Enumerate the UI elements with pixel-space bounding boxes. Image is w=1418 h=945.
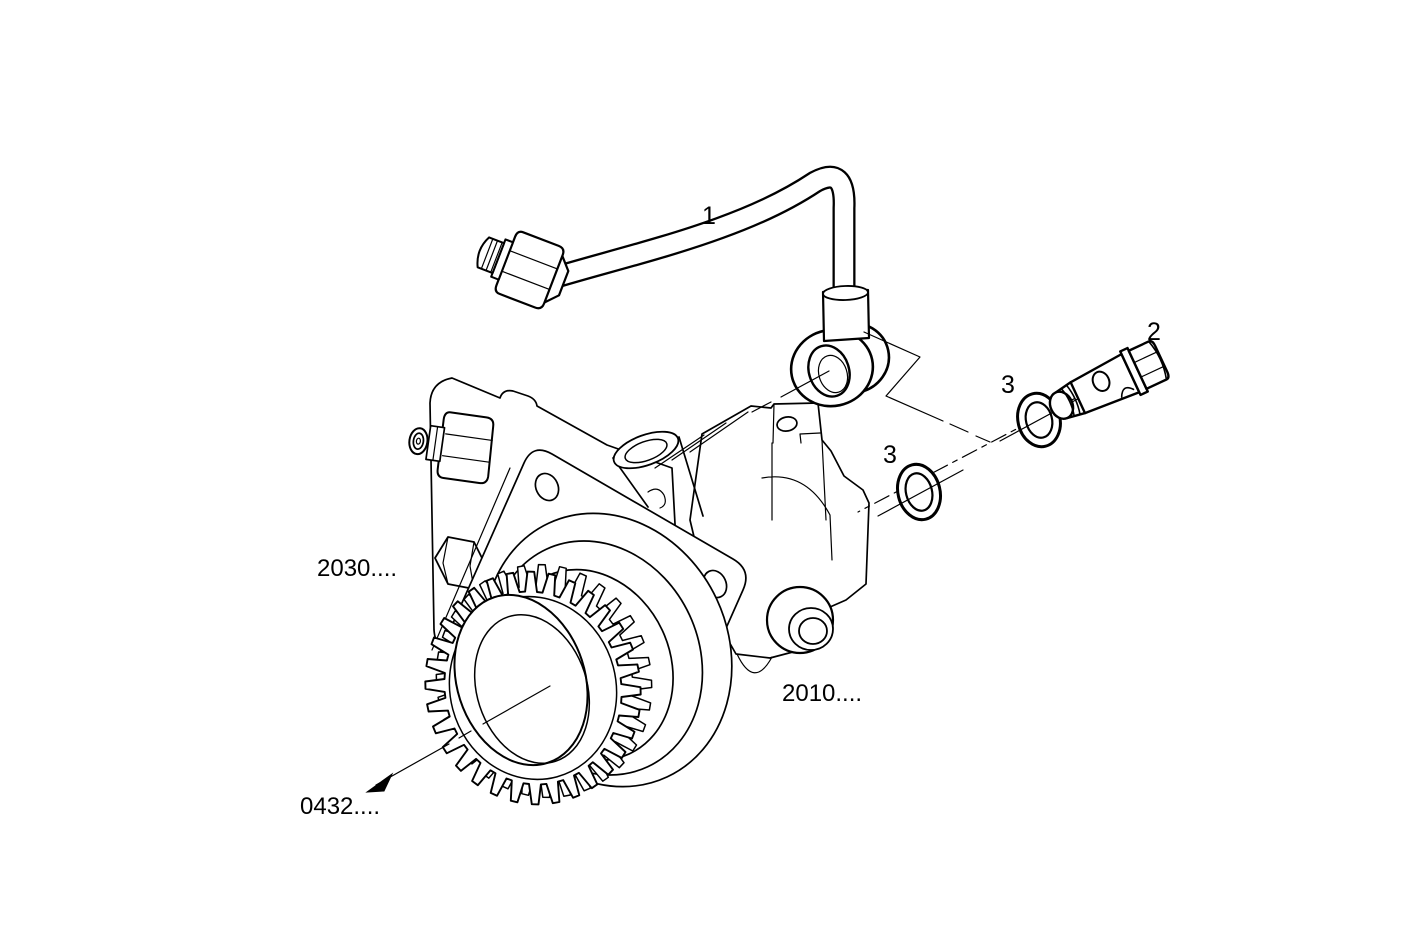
washer-left-leader: [877, 469, 964, 517]
axis-zigzag: [863, 331, 944, 422]
delivery-pipe: [476, 165, 891, 408]
top-port-bore: [624, 438, 668, 464]
drive-gear: [424, 563, 653, 806]
callout-1[interactable]: 1: [702, 202, 716, 230]
gear-axis-arrow: [365, 685, 551, 793]
part-ref-0432[interactable]: 0432....: [300, 793, 380, 820]
fitting-hex-facets: [501, 250, 558, 291]
stud-hex-facets: [442, 433, 493, 463]
flange-foot-lobe: [736, 653, 773, 674]
flange-bolt-hole-top: [534, 472, 560, 502]
callout-3-left[interactable]: 3: [883, 441, 897, 469]
banjo-hole-leader: [751, 370, 830, 413]
part-ref-2030[interactable]: 2030....: [317, 555, 397, 582]
stud-tip-outer: [408, 427, 429, 456]
side-port-bore: [798, 617, 828, 645]
pipe-tube-core: [537, 168, 854, 291]
labels: 1 2 3 3 2030.... 2010.... 0432....: [300, 202, 1161, 820]
banjo-union: [789, 285, 891, 408]
union-screw: [1048, 339, 1170, 420]
axis-zigzag-dashes: [949, 423, 991, 443]
stud-tip-bore: [415, 437, 422, 445]
banjo-stem-rim: [822, 285, 869, 301]
fitting-thread-body: [476, 236, 506, 275]
washer-left-inner: [904, 472, 934, 512]
pump-tab-lines: [772, 403, 821, 444]
banjo-eye-chamfer: [817, 354, 849, 394]
gear-bore-wall: [473, 613, 591, 765]
plate-stud: [408, 411, 495, 485]
stud-collar-line: [432, 426, 439, 461]
sealing-washer-left: [877, 462, 964, 522]
part-ref-2010[interactable]: 2010....: [782, 680, 862, 707]
side-port-ring: [788, 607, 834, 651]
pump-body-facets: [654, 411, 833, 561]
stud-tip-mid: [412, 432, 425, 450]
arrowhead: [365, 772, 394, 793]
union-head-chamfer: [1147, 340, 1168, 381]
fitting-thread-ridges: [480, 238, 503, 273]
top-port-rim: [612, 430, 680, 470]
union-flange: [1119, 346, 1149, 397]
union-grooves: [1060, 384, 1081, 417]
callout-3-right[interactable]: 3: [1001, 371, 1015, 399]
pump-tab-hole: [776, 416, 798, 432]
fitting-hex-nut: [494, 230, 565, 310]
top-port-clip: [647, 488, 666, 509]
pipe-fitting: [476, 230, 570, 310]
pump-top-port: [612, 430, 704, 517]
stud-hex-nut: [436, 411, 495, 485]
callout-2[interactable]: 2: [1147, 318, 1161, 346]
union-hex-facets: [1133, 350, 1166, 378]
union-side-hole: [1091, 370, 1111, 392]
union-hex-head: [1127, 339, 1170, 391]
union-lower-cutout: [1120, 386, 1135, 398]
pump-side-port: [765, 585, 835, 655]
